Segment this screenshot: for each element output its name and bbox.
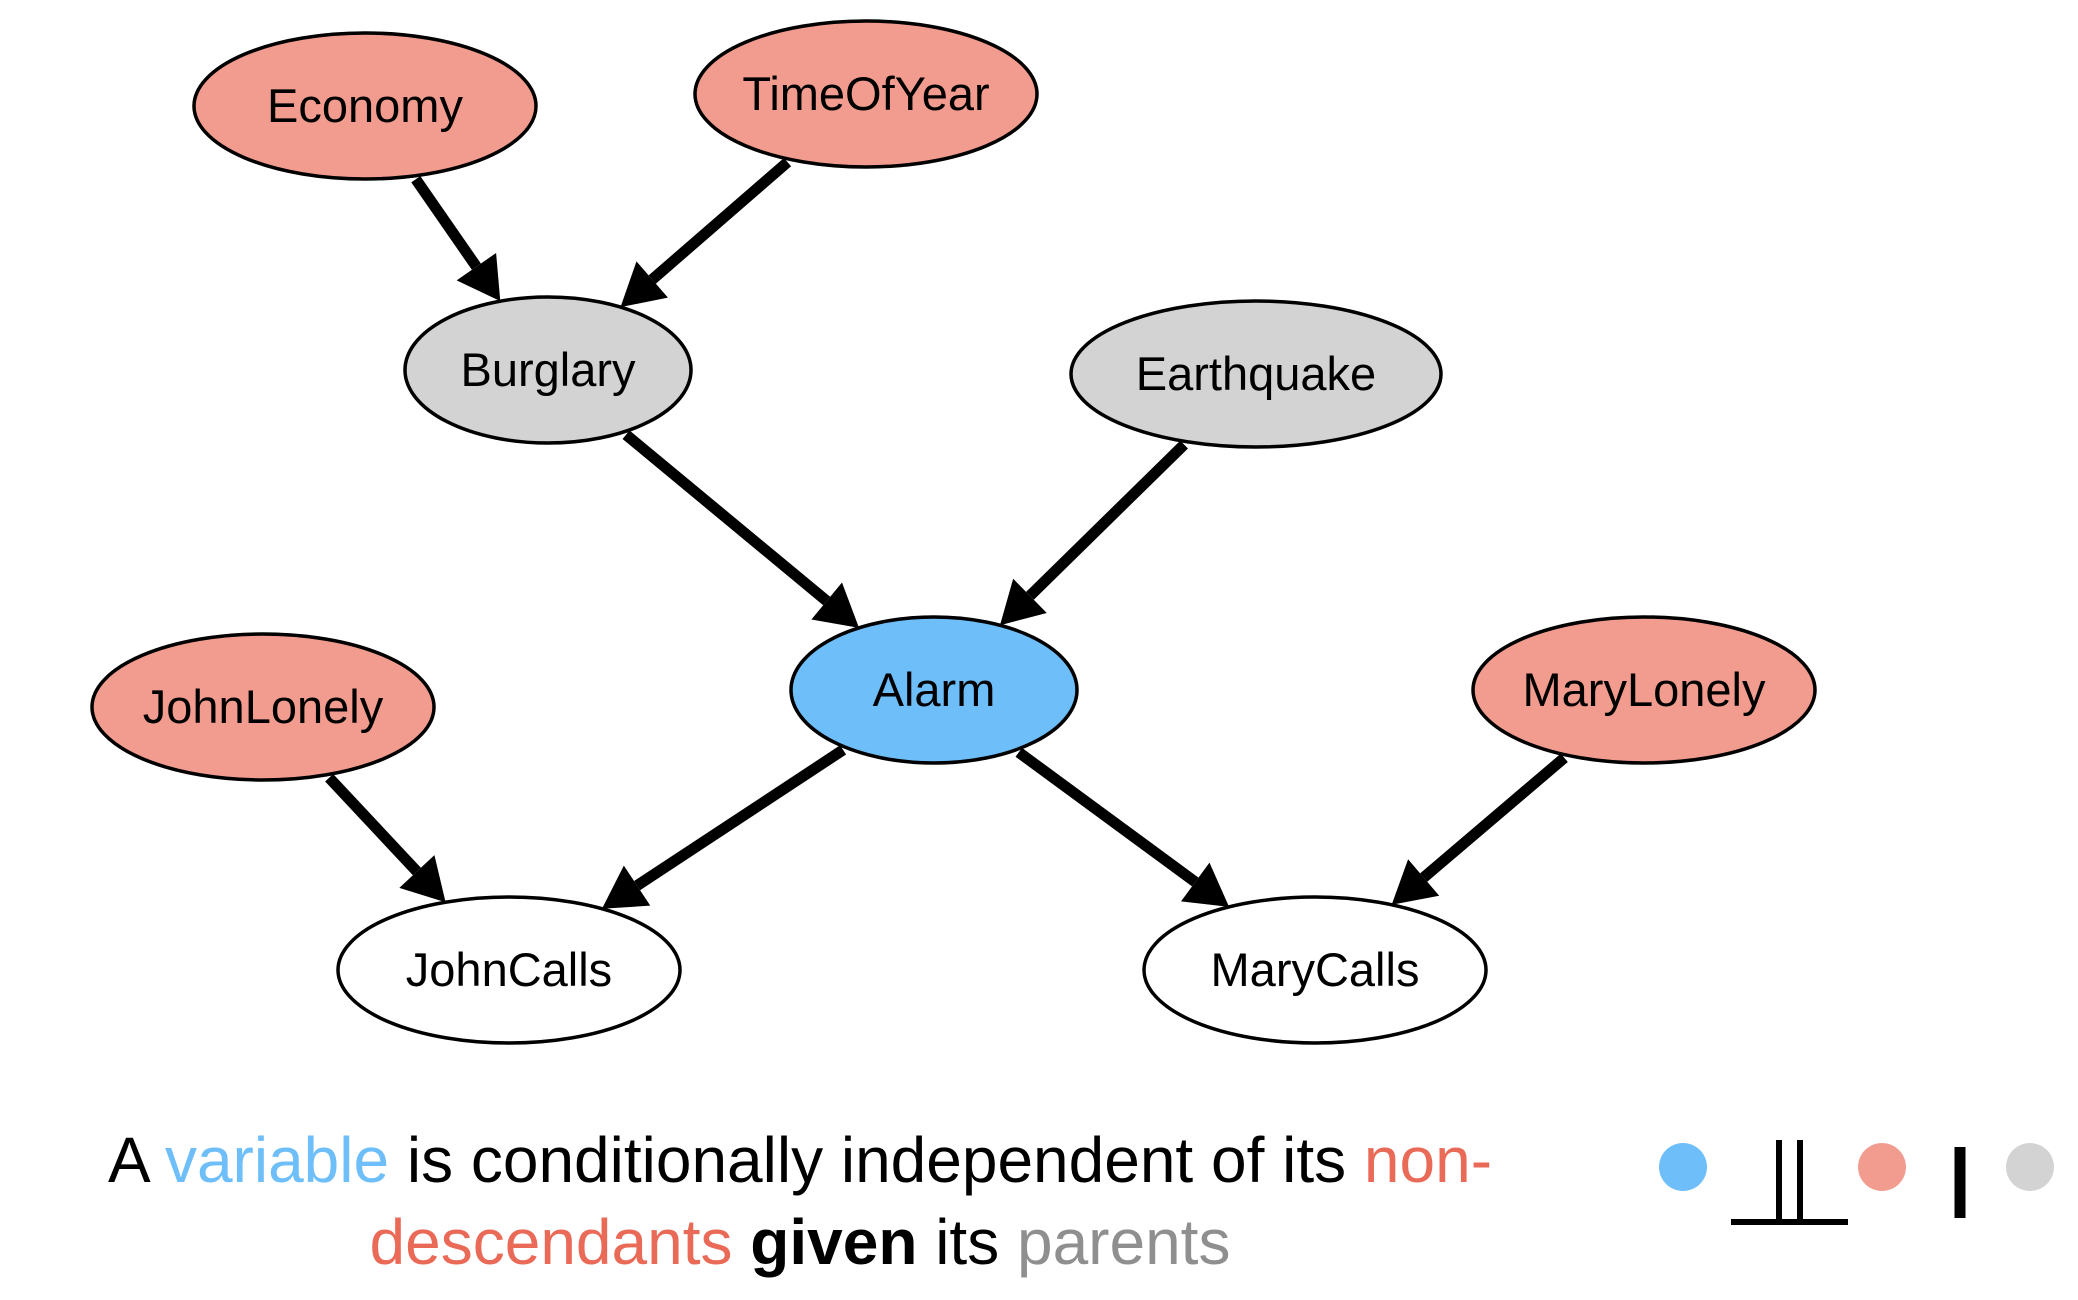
node-johncalls: JohnCalls	[336, 895, 682, 1045]
node-marycalls: MaryCalls	[1142, 895, 1488, 1045]
caption-given-word: given	[750, 1206, 918, 1278]
node-alarm-shape	[789, 615, 1079, 765]
node-johnlonely-label: JohnLonely	[143, 680, 384, 733]
node-burglary: Burglary	[403, 295, 693, 445]
caption-line-1: A variable is conditionally independent …	[0, 1120, 1600, 1200]
caption-parents-word: parents	[1016, 1206, 1231, 1278]
arrowhead-burglary-to-alarm	[811, 582, 860, 628]
node-economy-label: Economy	[267, 79, 463, 132]
arrowhead-economy-to-burglary	[456, 252, 501, 302]
edge-timeofyear-to-burglary	[648, 157, 792, 284]
edge-johnlonely-to-johncalls	[325, 773, 421, 876]
node-economy: Economy	[192, 31, 538, 181]
caption-its-text: its	[917, 1206, 1017, 1278]
node-earthquake: Earthquake	[1069, 299, 1443, 449]
edge-alarm-to-marycalls	[1015, 747, 1199, 887]
node-marycalls-shape	[1142, 895, 1488, 1045]
edge-alarm-to-johncalls	[634, 745, 847, 891]
caption-prefix: A	[108, 1124, 165, 1196]
node-timeofyear-label: TimeOfYear	[742, 67, 989, 120]
arrowhead-marylonely-to-marycalls	[1391, 859, 1440, 905]
edge-burglary-to-alarm	[622, 430, 831, 606]
node-marylonely: MaryLonely	[1471, 615, 1817, 765]
caption-non-descendants-word-part2: descendants	[369, 1206, 733, 1278]
node-alarm-label: Alarm	[873, 663, 996, 716]
arrowhead-earthquake-to-alarm	[999, 578, 1047, 626]
caption-line-2: descendants given its parents	[0, 1202, 1600, 1282]
node-earthquake-shape	[1069, 299, 1443, 449]
arrowhead-alarm-to-johncalls	[601, 865, 651, 909]
node-alarm: Alarm	[789, 615, 1079, 765]
node-johncalls-shape	[336, 895, 682, 1045]
node-timeofyear: TimeOfYear	[693, 19, 1039, 169]
edges-group	[325, 157, 1568, 891]
node-burglary-label: Burglary	[460, 343, 636, 396]
caption-space	[732, 1206, 750, 1278]
arrowhead-alarm-to-marycalls	[1181, 862, 1230, 907]
node-burglary-shape	[403, 295, 693, 445]
edge-marylonely-to-marycalls	[1420, 753, 1568, 882]
caption-middle-text: is conditionally independent of its	[389, 1124, 1364, 1196]
node-johnlonely: JohnLonely	[90, 632, 436, 782]
caption-non-descendants-word-part1: non-	[1363, 1124, 1492, 1196]
edge-earthquake-to-alarm	[1026, 440, 1188, 600]
node-earthquake-label: Earthquake	[1136, 347, 1376, 400]
node-economy-shape	[192, 31, 538, 181]
edge-economy-to-burglary	[411, 176, 481, 270]
nodes-group: Economy TimeOfYear Burglary Earthquake A…	[90, 19, 1817, 1045]
node-johnlonely-shape	[90, 632, 436, 782]
arrowhead-timeofyear-to-burglary	[620, 261, 668, 308]
node-marycalls-label: MaryCalls	[1211, 943, 1420, 996]
caption-variable-word: variable	[164, 1124, 390, 1196]
node-timeofyear-shape	[693, 19, 1039, 169]
arrowhead-johnlonely-to-johncalls	[399, 855, 446, 903]
node-johncalls-label: JohnCalls	[406, 943, 612, 996]
arrowheads-group	[399, 252, 1440, 909]
node-marylonely-label: MaryLonely	[1523, 663, 1766, 716]
node-marylonely-shape	[1471, 615, 1817, 765]
